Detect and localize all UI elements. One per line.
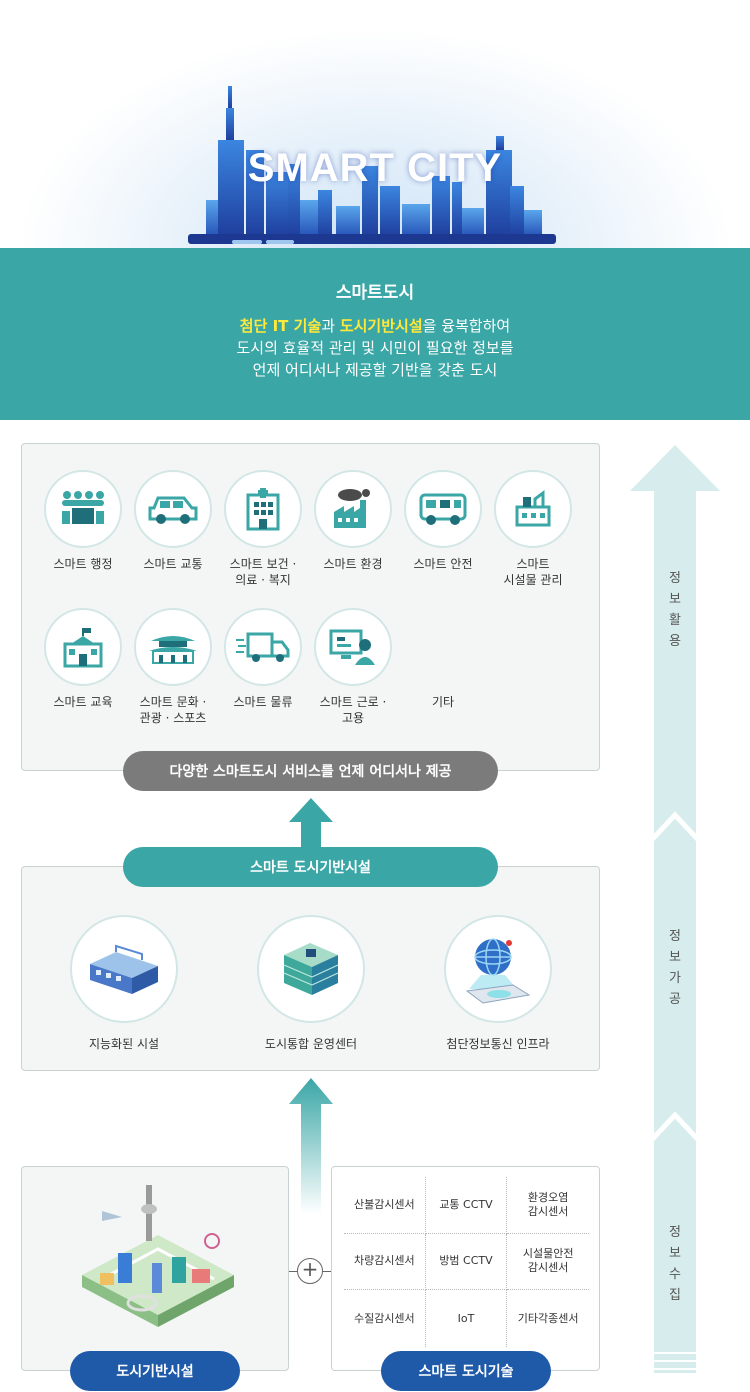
service-admin: 스마트 행정 xyxy=(38,470,128,572)
tech-item: 차량감시센서 xyxy=(344,1233,426,1291)
service-label: 스마트 근로 · 고용 xyxy=(319,695,387,725)
operation-center-icon xyxy=(257,915,365,1023)
school-icon xyxy=(44,608,122,686)
delivery-truck-icon xyxy=(224,608,302,686)
infra-label: 지능화된 시설 xyxy=(88,1037,160,1051)
smart-tech-label-pill: 스마트 도시기술 xyxy=(381,1351,551,1391)
tech-item: 교통 CCTV xyxy=(425,1177,508,1234)
service-culture: 스마트 문화 · 관광 · 스포츠 xyxy=(128,608,218,726)
up-arrow-gradient xyxy=(289,1078,333,1214)
service-environment: 스마트 환경 xyxy=(308,470,398,572)
service-label: 스마트 문화 · 관광 · 스포츠 xyxy=(139,695,207,725)
service-traffic: 스마트 교통 xyxy=(128,470,218,572)
infra-title-pill: 스마트 도시기반시설 xyxy=(123,847,498,887)
service-logistics: 스마트 물류 xyxy=(218,608,308,710)
admin-meeting-icon xyxy=(44,470,122,548)
city-skyline-illustration xyxy=(188,86,556,244)
infra-box: 지능화된 시설 도시통합 운영센터 첨단정보통신 인프라 xyxy=(21,866,600,1071)
tech-grid: 산불감시센서 교통 CCTV 환경오염 감시센서 차량감시센서 방범 CCTV … xyxy=(344,1177,589,1347)
tech-item: 수질감시센서 xyxy=(344,1290,426,1347)
infra-label: 첨단정보통신 인프라 xyxy=(446,1037,550,1051)
fire-truck-icon xyxy=(404,470,482,548)
tech-item: 시설물안전 감시센서 xyxy=(507,1234,589,1291)
banner-line1-mid: 과 xyxy=(321,317,340,335)
network-globe-icon xyxy=(444,915,552,1023)
banner-line1-rest: 을 융복합하여 xyxy=(422,317,511,335)
banner-title: 스마트도시 xyxy=(335,283,415,303)
tech-item: IoT xyxy=(426,1290,508,1347)
highlight-it-tech: 첨단 IT 기술 xyxy=(239,317,322,335)
info-flow-arrows xyxy=(628,445,722,1378)
city-infra-label-pill: 도시기반시설 xyxy=(70,1351,240,1391)
service-label: 스마트 교육 xyxy=(53,695,113,709)
worker-computer-icon xyxy=(314,608,392,686)
city-infra-box xyxy=(21,1166,289,1371)
services-banner-pill: 다양한 스마트도시 서비스를 언제 어디서나 제공 xyxy=(123,751,498,791)
service-education: 스마트 교육 xyxy=(38,608,128,710)
service-label: 스마트 물류 xyxy=(233,695,293,709)
service-facility: 스마트 시설물 관리 xyxy=(488,470,578,588)
infra-label: 도시통합 운영센터 xyxy=(264,1037,358,1051)
facility-icon xyxy=(494,470,572,548)
service-label: 스마트 교통 xyxy=(143,557,203,571)
service-employment: 스마트 근로 · 고용 xyxy=(308,608,398,726)
service-label: 스마트 안전 xyxy=(413,557,473,571)
services-box: 스마트 행정 스마트 교통 스마트 보건 · 의료 · 복지 스마트 환경 스마… xyxy=(21,443,600,771)
infra-operation-center: 도시통합 운영센터 xyxy=(241,915,381,1052)
hero-section: SMART CITY xyxy=(0,0,750,250)
plus-icon: + xyxy=(297,1258,323,1284)
tech-item: 기타각종센서 xyxy=(517,1311,579,1325)
city-map-illustration xyxy=(82,1185,234,1327)
banner-line-1: 첨단 IT 기술과 도시기반시설을 융복합하여 xyxy=(0,315,750,337)
service-label: 스마트 시설물 관리 xyxy=(503,557,563,587)
infra-ict: 첨단정보통신 인프라 xyxy=(428,915,568,1052)
intelligent-facility-icon xyxy=(70,915,178,1023)
service-label: 기타 xyxy=(431,695,455,709)
up-arrow-teal xyxy=(289,798,333,850)
service-health: 스마트 보건 · 의료 · 복지 xyxy=(218,470,308,588)
factory-smoke-icon xyxy=(314,470,392,548)
palace-icon xyxy=(134,608,212,686)
smart-tech-box: 산불감시센서 교통 CCTV 환경오염 감시센서 차량감시센서 방범 CCTV … xyxy=(331,1166,600,1371)
highlight-infra: 도시기반시설 xyxy=(339,317,423,335)
banner-line-2: 도시의 효율적 관리 및 시민이 필요한 정보를 xyxy=(236,339,514,357)
definition-banner: 스마트도시 첨단 IT 기술과 도시기반시설을 융복합하여 도시의 효율적 관리… xyxy=(0,248,750,420)
service-label: 스마트 보건 · 의료 · 복지 xyxy=(229,557,297,587)
service-label: 스마트 환경 xyxy=(323,557,383,571)
infra-intelligent-facility: 지능화된 시설 xyxy=(54,915,194,1052)
service-label: 스마트 행정 xyxy=(53,557,113,571)
service-other: 기타 xyxy=(398,694,488,710)
car-icon xyxy=(134,470,212,548)
hero-title: SMART CITY xyxy=(247,146,503,190)
tech-item: 방범 CCTV xyxy=(425,1233,508,1291)
service-safety: 스마트 안전 xyxy=(398,470,488,572)
hospital-icon xyxy=(224,470,302,548)
tech-item: 산불감시센서 xyxy=(344,1177,426,1234)
banner-line-3: 언제 어디서나 제공할 기반을 갖춘 도시 xyxy=(252,361,498,379)
tech-item: 환경오염 감시센서 xyxy=(507,1177,589,1234)
